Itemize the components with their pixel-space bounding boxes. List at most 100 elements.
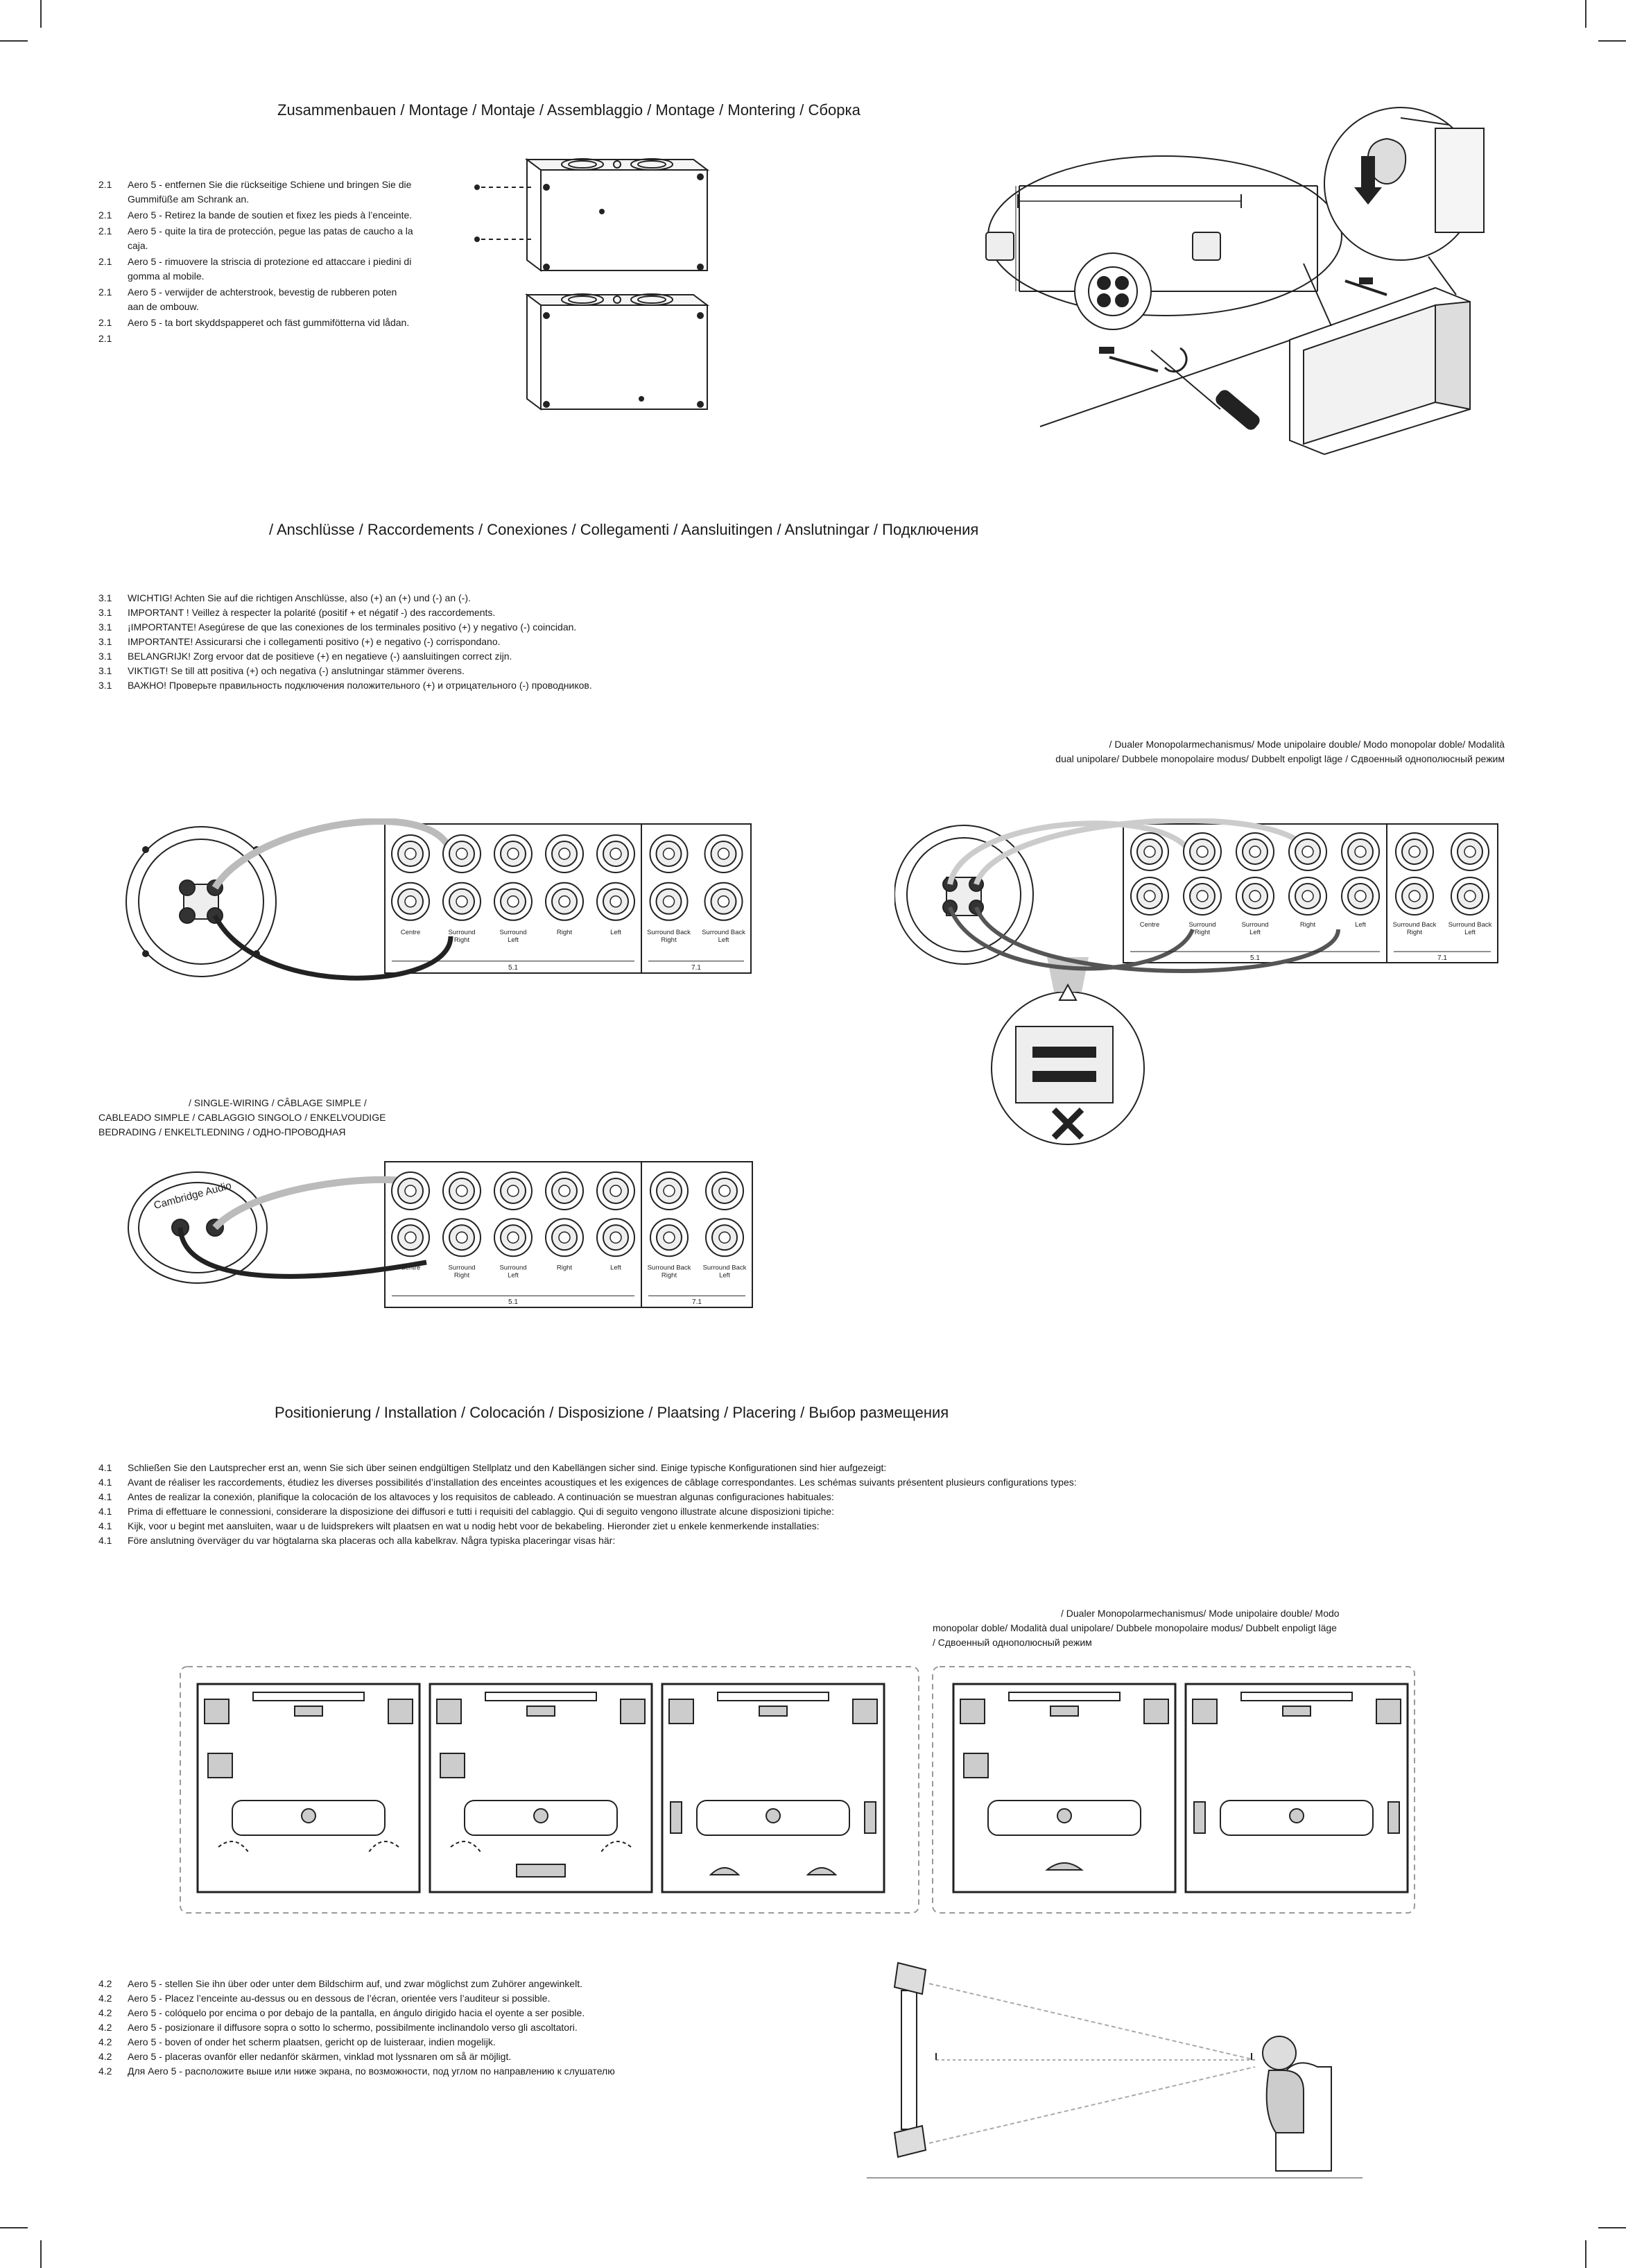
assembly-heading: Zusammenbauen / Montage / Montaje / Asse… (277, 101, 860, 119)
channel-label: Right (454, 936, 470, 944)
listener (533, 1808, 548, 1823)
subwoofer (963, 1753, 989, 1778)
room-layout (429, 1683, 653, 1893)
crop-mark (40, 0, 42, 28)
front-left-speaker (668, 1699, 694, 1724)
group-label-51: 5.1 (508, 1298, 518, 1306)
channel-label: Left (718, 936, 729, 944)
listener (301, 1808, 316, 1823)
terminal-hole (1354, 845, 1367, 858)
terminal-hole (558, 848, 571, 860)
channel-label: Surround Back (647, 929, 691, 936)
channel-label: Left (1355, 921, 1366, 929)
rear-centre-speaker (1045, 1862, 1084, 1871)
terminal-hole (1301, 890, 1314, 902)
channel-label: Right (661, 1271, 677, 1279)
dual-mode-caption: / Dualer Monopolarmechanismus/ Mode unip… (1055, 739, 1505, 764)
channel-label: Right (557, 929, 573, 936)
channel-label: Left (1464, 929, 1476, 936)
terminal-hole (558, 1231, 571, 1244)
terminal-hole (404, 848, 417, 860)
list-item: 3.1¡IMPORTANTE! Asegúrese de que las con… (98, 621, 577, 633)
front-right-speaker (1143, 1699, 1169, 1724)
terminal-hole (1196, 890, 1209, 902)
crop-mark (0, 2227, 28, 2228)
channel-label: Right (557, 1264, 573, 1271)
terminal-hole (609, 848, 622, 860)
crop-mark (40, 2240, 42, 2268)
terminal-hole (1464, 890, 1476, 902)
wall-mount-illustration (985, 107, 1485, 456)
surround-arc (367, 1841, 399, 1855)
channel-label: Surround (448, 929, 475, 936)
terminal-hole (1143, 845, 1156, 858)
channel-label: Surround Back (703, 1264, 747, 1271)
terminal-hole (718, 1231, 731, 1244)
listening-angle-illustration (867, 1961, 1363, 2179)
front-right-speaker (1376, 1699, 1401, 1724)
listener (1057, 1808, 1072, 1823)
group-label-71: 7.1 (692, 1298, 702, 1306)
front-left-speaker (1192, 1699, 1218, 1724)
terminal-hole (609, 1231, 622, 1244)
listener (766, 1808, 781, 1823)
terminal-hole (1301, 845, 1314, 858)
side-right-speaker (864, 1801, 876, 1834)
centre-speaker (759, 1706, 788, 1717)
channel-label: Surround (499, 929, 526, 936)
screen (1240, 1692, 1353, 1701)
channel-label: Centre (1140, 921, 1160, 929)
terminal-hole (1143, 890, 1156, 902)
terminal-hole (507, 1185, 519, 1197)
screen (717, 1692, 829, 1701)
subwoofer (440, 1753, 465, 1778)
side-right-speaker (1387, 1801, 1400, 1834)
front-right-speaker (388, 1699, 413, 1724)
terminal-hole (507, 848, 519, 860)
channel-label: Left (719, 1271, 730, 1279)
terminal-hole (717, 848, 730, 860)
terminal-hole (609, 1185, 622, 1197)
terminal-hole (1249, 890, 1261, 902)
terminal-hole (662, 895, 675, 908)
crop-mark (1598, 2227, 1626, 2228)
centre-speaker (294, 1706, 323, 1717)
terminal-hole (718, 1185, 731, 1197)
screen (1008, 1692, 1121, 1701)
terminal-hole (663, 1231, 675, 1244)
terminal-hole (456, 848, 468, 860)
front-left-speaker (204, 1699, 230, 1724)
channel-label: Surround Back (702, 929, 745, 936)
terminal-hole (1196, 845, 1209, 858)
channel-label: Left (508, 1271, 519, 1279)
single-wiring-caption: / SINGLE-WIRING / CÂBLAGE SIMPLE / CABLE… (98, 1097, 386, 1137)
group-label-51: 5.1 (508, 964, 518, 972)
terminal-hole (1249, 845, 1261, 858)
channel-label: Surround (499, 1264, 526, 1271)
room-layout (196, 1683, 421, 1893)
terminal-hole (456, 1231, 468, 1244)
crop-mark (1585, 0, 1586, 28)
